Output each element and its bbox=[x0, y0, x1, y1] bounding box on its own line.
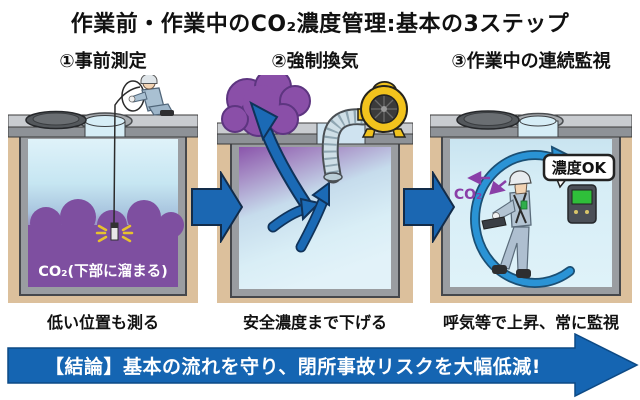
co2-monitor-icon bbox=[567, 184, 597, 224]
concentration-ok-badge: 濃度OK bbox=[542, 153, 616, 189]
flow-arrow-1 bbox=[191, 171, 243, 243]
spark-lines bbox=[95, 224, 134, 243]
step1-header: ①事前測定 bbox=[59, 51, 147, 72]
page-title: 作業前・作業中のCO₂濃度管理:基本の3ステップ bbox=[70, 12, 570, 37]
svg-text:濃度OK: 濃度OK bbox=[552, 159, 608, 177]
step3-caption: 呼気等で上昇、常に監視 bbox=[442, 313, 619, 332]
airflow-arrow-inner2 bbox=[295, 181, 330, 253]
flow-arrow-2 bbox=[403, 171, 455, 243]
panel-step2 bbox=[217, 75, 413, 303]
step1-caption: 低い位置も測る bbox=[46, 313, 159, 332]
co2-exhale-label: CO₂ bbox=[454, 187, 482, 203]
manhole-cover-icon bbox=[25, 110, 87, 130]
worker-standing bbox=[481, 170, 532, 278]
gas-sensor-icon bbox=[95, 222, 134, 243]
conclusion-banner-text: 【結論】基本の流れを守り、閉所事故リスクを大幅低減! bbox=[45, 355, 541, 378]
panel-step1: CO₂(下部に溜まる) bbox=[8, 75, 198, 303]
monitor-screen bbox=[571, 189, 593, 205]
helmet-icon bbox=[140, 75, 158, 84]
worker-kneeling bbox=[128, 75, 174, 116]
step2-header: ②強制換気 bbox=[271, 51, 359, 72]
airflow-arrow-out bbox=[249, 100, 312, 210]
airflow-arrow-inner1 bbox=[267, 197, 321, 233]
step3-header: ③作業中の連続監視 bbox=[451, 51, 611, 72]
helmet-icon bbox=[508, 170, 532, 186]
conclusion-banner-arrow bbox=[7, 333, 639, 398]
blower-icon bbox=[357, 81, 408, 138]
step2-caption: 安全濃度まで下げる bbox=[242, 313, 387, 332]
ventilation-duct bbox=[321, 108, 372, 184]
co2-bottom-label: CO₂(下部に溜まる) bbox=[38, 262, 168, 280]
panel-step3: CO₂ 濃度OK bbox=[430, 110, 632, 303]
exhaled-co2-arrows bbox=[467, 170, 507, 195]
hand-tool-icon bbox=[481, 216, 507, 230]
manhole-cover-icon bbox=[456, 110, 520, 130]
